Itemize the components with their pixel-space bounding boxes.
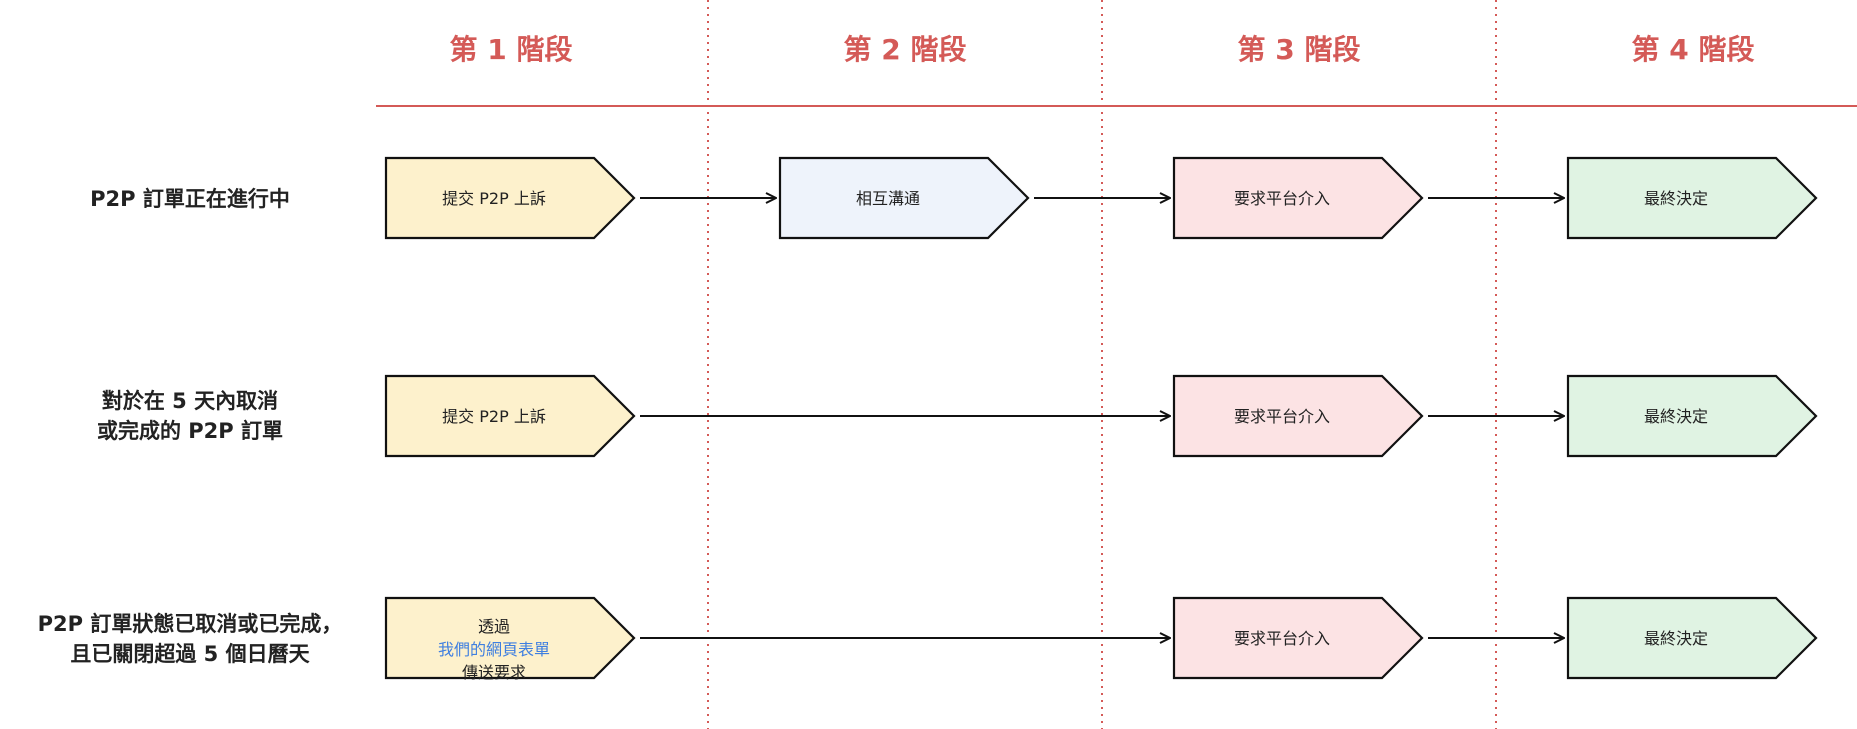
- step-shape-stage3: [1172, 596, 1424, 680]
- step-mutual-communication: 相互溝通: [855, 189, 920, 208]
- row-label-line: P2P 訂單正在進行中: [90, 187, 290, 211]
- web-form-suffix: 傳送要求: [461, 663, 526, 682]
- step-request-platform-intervention: 要求平台介入: [1233, 629, 1330, 648]
- stage-header-1: 第 1 階段: [449, 33, 573, 66]
- row-label-closed-over-5-days: P2P 訂單狀態已取消或已完成， 且已關閉超過 5 個日曆天: [20, 609, 360, 669]
- step-final-decision: 最終決定: [1643, 189, 1708, 208]
- step-request-platform-intervention: 要求平台介入: [1233, 189, 1330, 208]
- step-shape-stage1: [384, 156, 636, 240]
- row-label-line: 對於在 5 天內取消: [101, 389, 279, 413]
- web-form-prefix: 透過: [477, 617, 510, 636]
- row-label-line: 且已關閉超過 5 個日曆天: [70, 642, 310, 666]
- step-shape-stage1: [384, 374, 636, 458]
- row-label-within-5-days: 對於在 5 天內取消 或完成的 P2P 訂單: [20, 386, 360, 446]
- step-final-decision: 最終決定: [1643, 629, 1708, 648]
- step-shape-stage1: [384, 596, 636, 680]
- step-submit-appeal: 提交 P2P 上訴: [442, 407, 546, 426]
- stage-header-2: 第 2 階段: [843, 33, 967, 66]
- step-shape-stage4: [1566, 156, 1818, 240]
- step-submit-via-web-form: 透過我們的網頁表單 傳送要求: [374, 615, 614, 684]
- step-submit-appeal: 提交 P2P 上訴: [442, 189, 546, 208]
- row-label-in-progress: P2P 訂單正在進行中: [20, 184, 360, 214]
- web-form-line: 透過我們的網頁表單: [374, 615, 614, 661]
- stage-header-3: 第 3 階段: [1237, 33, 1361, 66]
- step-shape-stage4: [1566, 596, 1818, 680]
- step-final-decision: 最終決定: [1643, 407, 1708, 426]
- web-form-link[interactable]: 我們的網頁表單: [437, 640, 550, 659]
- row-label-line: 或完成的 P2P 訂單: [96, 419, 283, 443]
- stage-header-4: 第 4 階段: [1631, 33, 1755, 66]
- step-shape-stage3: [1172, 156, 1424, 240]
- step-request-platform-intervention: 要求平台介入: [1233, 407, 1330, 426]
- step-shape-stage4: [1566, 374, 1818, 458]
- row-label-line: P2P 訂單狀態已取消或已完成，: [37, 612, 343, 636]
- step-shape-stage3: [1172, 374, 1424, 458]
- step-shape-stage2: [778, 156, 1030, 240]
